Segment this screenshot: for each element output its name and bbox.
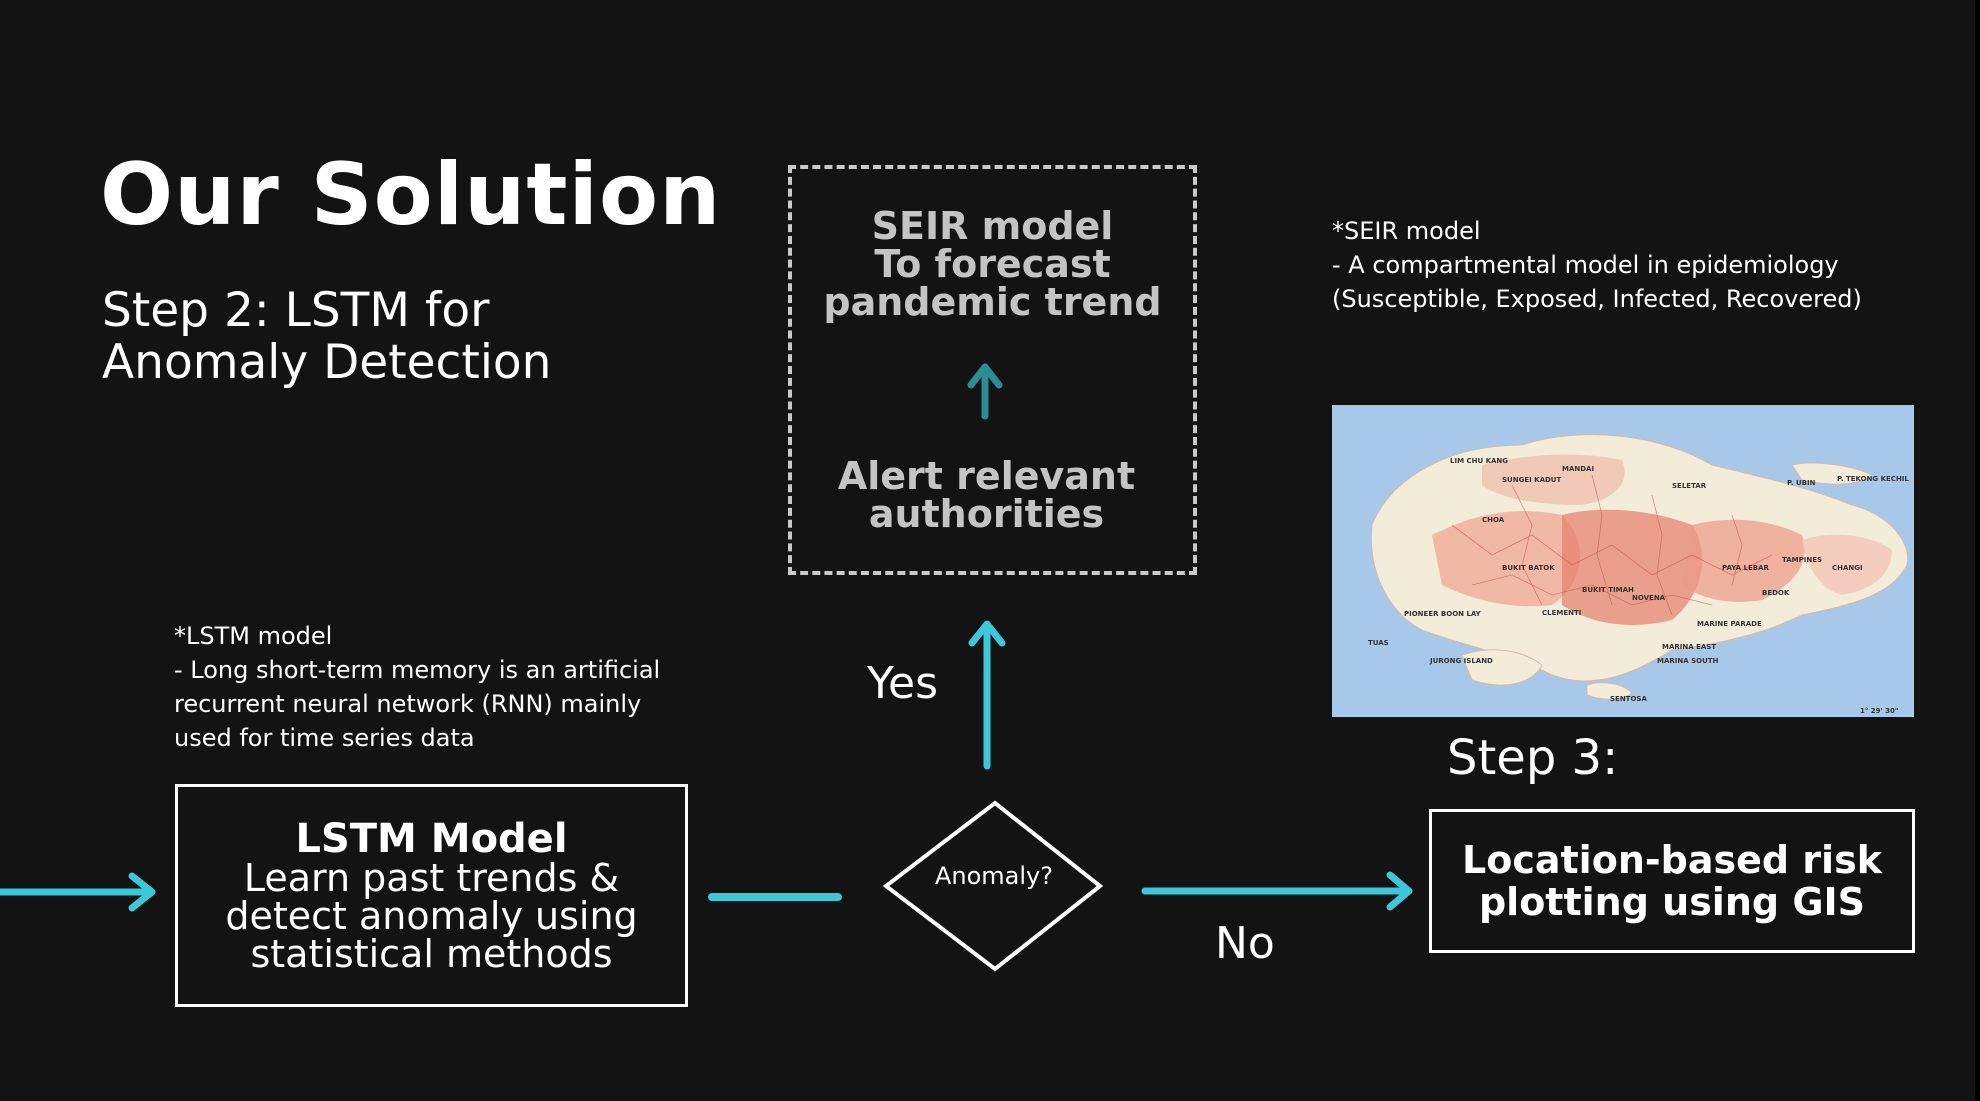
map-label-sungei-kadut: SUNGEI KADUT [1502,476,1561,484]
map-label-novena: NOVENA [1632,594,1666,602]
lstm-note-line-3: recurrent neural network (RNN) mainly [174,690,642,718]
lstm-box-line-2: detect anomaly using [225,893,638,938]
jurong-island [1461,649,1543,686]
seir-line-2: To forecast [874,242,1111,286]
alert-dashed-box [788,165,1197,575]
subtitle-line-2: Anomaly Detection [102,335,552,390]
map-label-tuas: TUAS [1368,639,1389,647]
ubin-island [1791,462,1873,485]
no-label: No [1215,918,1275,969]
district-boundaries [1451,474,1773,616]
map-label-seletar: SELETAR [1672,482,1707,490]
anomaly-diamond [882,800,1104,972]
seir-line-3: pandemic trend [823,280,1162,324]
map-label-jurong-island: JURONG ISLAND [1429,657,1493,665]
alert-to-seir-arrow-head [967,363,1003,389]
map-label-mandai: MANDAI [1562,465,1594,473]
gis-box-line-2: plotting using GIS [1478,880,1866,924]
map-graphic: LIM CHU KANG MANDAI SUNGEI KADUT SELETAR… [1332,405,1914,717]
map-label-bukit-timah: BUKIT TIMAH [1582,586,1634,594]
lstm-note-line-1: *LSTM model [174,622,333,650]
seir-line-1: SEIR model [871,204,1114,248]
map-label-p-ubin: P. UBIN [1787,479,1816,487]
slide-subtitle: Step 2: LSTM for Anomaly Detection [102,285,551,389]
seir-note-line-1: *SEIR model [1332,217,1481,245]
step3-label: Step 3: [1447,730,1619,786]
map-coordinate: 1° 29' 30" [1860,707,1899,715]
seir-note-line-2: - A compartmental model in epidemiology [1332,251,1839,279]
lstm-box-line-1: Learn past trends & [243,855,620,900]
slide-edge [1975,0,1980,1101]
seir-note: *SEIR model - A compartmental model in e… [1332,214,1862,316]
map-label-tampines: TAMPINES [1782,556,1822,564]
map-label-pioneer: PIONEER BOON LAY [1404,610,1482,618]
map-label-lim-chu-kang: LIM CHU KANG [1450,457,1508,465]
lstm-box-line-3: statistical methods [250,931,613,976]
yes-label: Yes [867,658,939,709]
changi-region [1802,534,1892,595]
west-region [1432,511,1581,607]
lstm-model-box: LSTM Model Learn past trends & detect an… [175,784,688,1007]
sentosa-island [1586,682,1633,700]
map-label-marina-south: MARINA SOUTH [1657,657,1719,665]
singapore-risk-map: LIM CHU KANG MANDAI SUNGEI KADUT SELETAR… [1332,405,1914,717]
map-label-choa: CHOA [1482,516,1505,524]
seir-forecast-text: SEIR model To forecast pandemic trend [788,207,1197,321]
map-label-paya-lebar: PAYA LEBAR [1722,564,1769,572]
map-label-p-tekong: P. TEKONG KECHIL [1837,475,1909,483]
incoming-arrow-head [128,872,156,912]
map-label-changi: CHANGI [1832,564,1863,572]
lstm-note-line-2: - Long short-term memory is an artificia… [174,656,661,684]
seir-note-line-3: (Susceptible, Exposed, Infected, Recover… [1332,285,1862,313]
alert-line-2: authorities [868,492,1105,536]
lstm-note: *LSTM model - Long short-term memory is … [174,619,660,755]
alert-line-1: Alert relevant [837,454,1136,498]
map-label-marina-east: MARINA EAST [1662,643,1716,651]
map-label-clementi: CLEMENTI [1542,609,1581,617]
map-label-bukit-batok: BUKIT BATOK [1502,564,1555,572]
subtitle-line-1: Step 2: LSTM for [102,283,490,338]
gis-box: Location-based risk plotting using GIS [1429,809,1915,953]
no-arrow-head [1386,871,1413,911]
map-label-marine-parade: MARINE PARADE [1697,620,1762,628]
anomaly-decision-label: Anomaly? [934,862,1053,890]
map-label-sentosa: SENTOSA [1610,695,1647,703]
north-region [1482,454,1625,505]
slide-title: Our Solution [100,145,722,245]
map-label-bedok: BEDOK [1762,589,1790,597]
alert-authorities-text: Alert relevant authorities [788,457,1185,533]
lstm-box-title: LSTM Model [295,815,568,862]
lstm-note-line-4: used for time series data [174,724,475,752]
gis-box-line-1: Location-based risk [1462,838,1882,882]
east-region [1682,519,1805,602]
yes-arrow-head [968,620,1006,647]
